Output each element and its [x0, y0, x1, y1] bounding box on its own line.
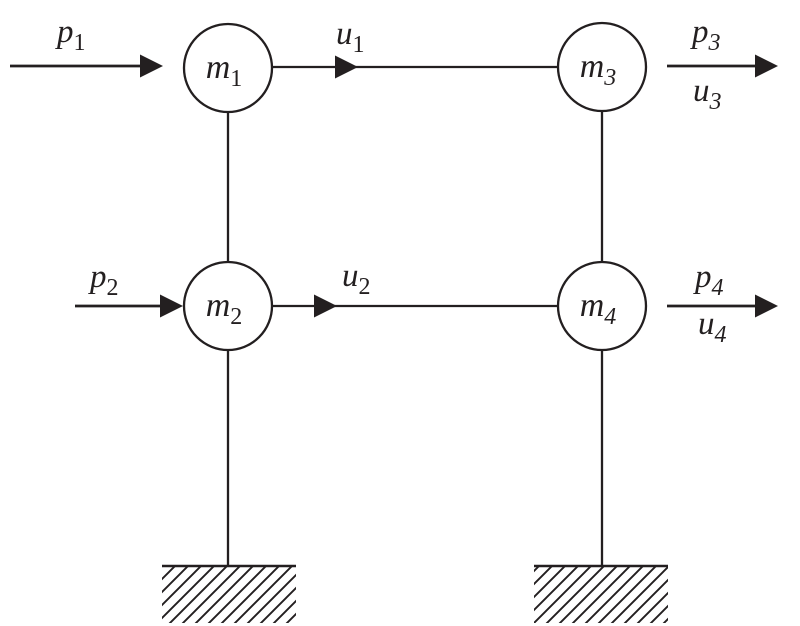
arrow-p3-head	[755, 54, 778, 78]
node-m3-label-base: m	[580, 48, 605, 85]
arrow-p4-head	[755, 294, 778, 318]
label-u1-sub: 1	[353, 32, 365, 58]
label-p3-sub: 3	[708, 30, 721, 56]
node-m2-circle	[182, 260, 274, 352]
ground-right	[534, 564, 668, 623]
label-p4: p4	[693, 259, 724, 301]
arrow-p1-head	[140, 54, 163, 78]
node-m4-circle	[556, 260, 648, 352]
label-p2-base: p	[88, 259, 107, 295]
label-u2: u2	[342, 258, 371, 300]
label-u3-sub: 3	[709, 89, 722, 115]
node-m2: m2	[182, 260, 274, 352]
label-u4-base: u	[698, 306, 715, 342]
ground-left	[162, 564, 296, 623]
node-m3-label-sub: 3	[603, 65, 616, 91]
node-m1-label-base: m	[206, 49, 231, 86]
node-m3-circle	[556, 21, 648, 113]
node-m1: m1	[182, 22, 274, 114]
head-u2	[314, 294, 337, 318]
node-m4-label-base: m	[580, 287, 605, 324]
label-p4-sub: 4	[712, 275, 724, 301]
label-p3-base: p	[690, 14, 709, 50]
label-u4-sub: 4	[715, 322, 727, 348]
label-u1-base: u	[336, 16, 353, 52]
label-p2-sub: 2	[107, 275, 119, 301]
arrow-p1	[10, 54, 163, 78]
label-p3: p3	[690, 14, 721, 56]
node-m2-label-base: m	[206, 287, 231, 324]
label-p1-base: p	[55, 14, 74, 50]
node-m2-label: m2	[206, 287, 243, 330]
node-m1-circle	[182, 22, 274, 114]
label-u3-base: u	[693, 73, 710, 109]
node-m2-label-sub: 2	[230, 304, 242, 330]
node-m1-label-sub: 1	[230, 66, 242, 92]
label-p1-sub: 1	[74, 30, 86, 56]
node-m4-label-sub: 4	[604, 304, 616, 330]
node-m3: m3	[556, 21, 648, 113]
label-u4: u4	[698, 306, 727, 348]
ground-left-hatch	[162, 567, 296, 623]
node-m1-label: m1	[206, 49, 243, 92]
label-u1: u1	[336, 16, 365, 58]
head-u1	[335, 55, 358, 79]
ground-right-hatch	[534, 567, 668, 623]
node-m4-label: m4	[580, 287, 617, 330]
arrow-p2-head	[160, 294, 183, 318]
label-p1: p1	[55, 14, 86, 56]
arrow-p4	[667, 294, 778, 318]
node-m4: m4	[556, 260, 648, 352]
label-u2-sub: 2	[359, 274, 371, 300]
arrow-p3	[667, 54, 778, 78]
label-p2: p2	[88, 259, 119, 301]
label-u2-base: u	[342, 258, 359, 294]
label-u3: u3	[693, 73, 722, 115]
arrow-p2	[75, 294, 183, 318]
node-m3-label: m3	[580, 48, 617, 91]
label-p4-base: p	[693, 259, 712, 295]
